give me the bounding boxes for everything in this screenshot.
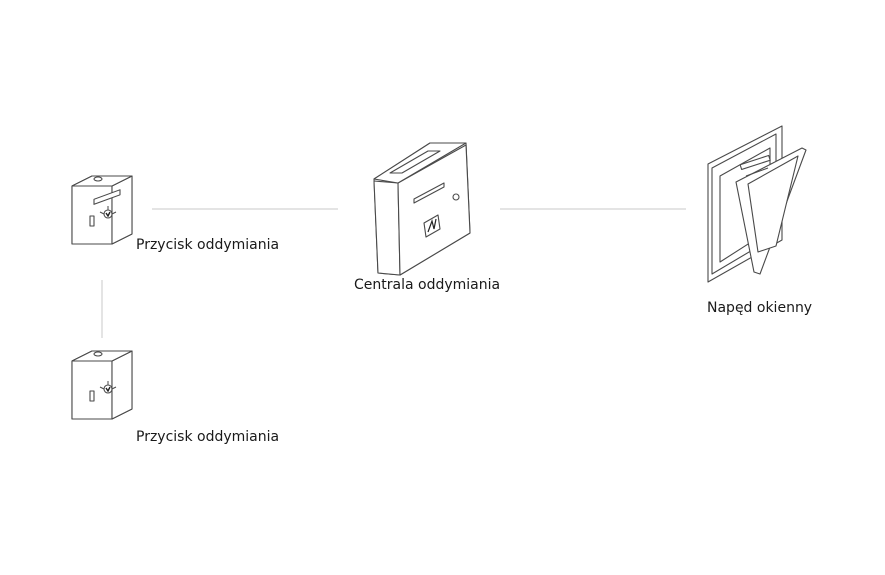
smoke-vent-button-icon-bottom (71, 350, 133, 420)
smoke-control-panel-icon (373, 142, 471, 276)
window-drive-label: Napęd okienny (707, 300, 813, 316)
button-top-label: Przycisk oddymiania (136, 237, 280, 253)
button-bottom-label: Przycisk oddymiania (136, 429, 280, 445)
smoke-vent-button-icon (71, 175, 133, 245)
window-actuator-icon (707, 125, 807, 283)
control-panel-label: Centrala oddymiania (354, 277, 501, 293)
